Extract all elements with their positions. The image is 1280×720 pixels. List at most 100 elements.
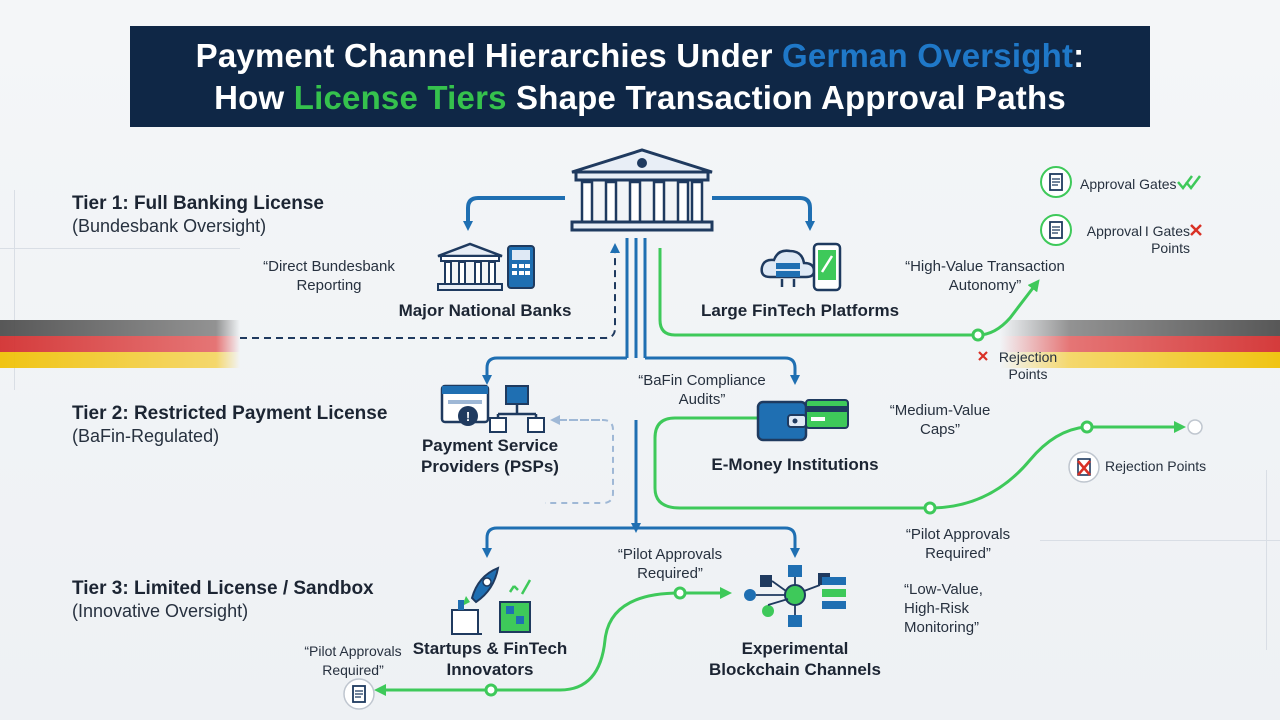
quote-pilot-right: “Pilot Approvals Required” <box>888 525 1028 563</box>
approval-document-icon <box>1040 166 1072 198</box>
quote-line: Audits” <box>678 391 726 408</box>
legend-approval-gates: Approval Gates <box>1080 176 1177 192</box>
quote-line: Required” <box>925 545 991 562</box>
legend-line: Points <box>1008 366 1048 382</box>
legend-line: Approval I Gates <box>1086 223 1190 239</box>
tier-1-subtitle: (Bundesbank Oversight) <box>72 216 267 236</box>
grid-line <box>0 248 240 249</box>
title-highlight-german-oversight: German Oversight <box>782 36 1074 74</box>
title-text: : <box>1073 36 1085 74</box>
cloud-server-icon <box>760 249 816 287</box>
title-banner: Payment Channel Hierarchies Under German… <box>130 26 1150 127</box>
node-blockchain-line-2: Blockchain Channels <box>709 660 881 679</box>
payment-window-icon: ! <box>440 384 490 426</box>
tier-2-subtitle: (BaFin-Regulated) <box>72 426 220 446</box>
grid-line <box>1266 470 1267 650</box>
quote-pilot-left: “Pilot Approvals Required” <box>288 642 418 680</box>
credit-card-icon <box>805 399 849 429</box>
legend-line: Rejection <box>998 349 1058 365</box>
dashed-reporting-line <box>240 243 620 339</box>
title-text: Shape Transaction Approval Paths <box>506 78 1066 116</box>
network-hierarchy-icon <box>489 385 545 433</box>
flag-band-right <box>1000 320 1280 384</box>
mobile-phone-icon <box>812 242 842 292</box>
quote-line: “High-Value Transaction <box>905 258 1065 275</box>
flag-band-left <box>0 320 240 384</box>
reject-document-icon <box>1068 451 1100 483</box>
rocket-icon <box>462 566 500 606</box>
title-line-1: Payment Channel Hierarchies Under German… <box>130 35 1150 77</box>
approval-document-icon <box>1040 214 1072 246</box>
legend-rejection-mid: Rejection Points <box>993 349 1063 383</box>
node-psps: Payment Service Providers (PSPs) <box>400 435 580 477</box>
tier-3-title: Tier 3: Limited License / Sandbox <box>72 578 374 599</box>
quote-line: Autonomy” <box>948 277 1022 294</box>
document-icon <box>343 678 375 710</box>
wallet-icon <box>756 400 808 442</box>
dashed-psp-line <box>545 419 614 504</box>
quote-pilot-center: “Pilot Approvals Required” <box>600 545 740 583</box>
grid-line <box>14 190 15 390</box>
node-psps-line-1: Payment Service <box>421 436 559 455</box>
legend-rejection-right: Rejection Points <box>1105 458 1207 474</box>
quote-medium-value: “Medium-Value Caps” <box>880 401 1000 439</box>
quote-direct-reporting: “Direct Bundesbank Reporting <box>248 257 410 295</box>
arrow-to-fintech-platforms <box>712 196 815 231</box>
node-emoney: E-Money Institutions <box>711 455 879 474</box>
arrow-to-blockchain <box>636 526 800 558</box>
grid-line <box>1040 540 1280 541</box>
approval-gate-node <box>971 328 985 342</box>
legend-approval-points: Approval I Gates Points <box>1080 223 1190 257</box>
arrow-to-emoney <box>645 356 800 385</box>
node-startups-line-2: Innovators <box>446 660 534 679</box>
reject-x-icon <box>978 351 988 361</box>
quote-line: Monitoring” <box>904 619 980 636</box>
node-blockchain: Experimental Blockchain Channels <box>690 638 900 680</box>
title-text: How <box>214 78 294 116</box>
approval-gate-node <box>1080 420 1094 434</box>
quote-line: “BaFin Compliance <box>638 372 766 389</box>
title-text: Payment Channel Hierarchies Under <box>195 36 782 74</box>
pos-terminal-icon <box>507 245 535 289</box>
svg-text:!: ! <box>466 409 470 424</box>
node-blockchain-line-1: Experimental <box>741 639 849 658</box>
arrow-to-startups <box>482 526 636 558</box>
tier-3-subtitle: (Innovative Oversight) <box>72 601 249 621</box>
title-highlight-license-tiers: License Tiers <box>293 78 507 116</box>
quote-high-value: “High-Value Transaction Autonomy” <box>890 257 1080 295</box>
green-high-value-path <box>658 248 1040 337</box>
title-line-2: How License Tiers Shape Transaction Appr… <box>130 77 1150 119</box>
quote-line: “Pilot Approvals <box>905 526 1011 543</box>
node-psps-line-2: Providers (PSPs) <box>421 457 559 476</box>
node-fintech-platforms: Large FinTech Platforms <box>700 301 900 320</box>
reject-x-icon <box>1190 224 1202 236</box>
quote-line: “Low-Value, <box>904 581 983 598</box>
quote-line: “Direct Bundesbank <box>263 258 395 275</box>
quote-line: Required” <box>637 565 703 582</box>
growth-blocks-icon <box>499 579 532 633</box>
green-pilot-path <box>374 591 720 696</box>
quote-low-value: “Low-Value, High-Risk Monitoring” <box>888 580 1022 637</box>
bank-building-icon <box>437 242 503 291</box>
quote-line: Required” <box>322 662 384 678</box>
central-bank-icon <box>570 148 714 232</box>
node-startups-line-1: Startups & FinTech <box>412 639 568 658</box>
arrow-to-psps <box>482 356 627 385</box>
node-startups: Startups & FinTech Innovators <box>400 638 580 680</box>
tier-1-title: Tier 1: Full Banking License <box>72 193 324 214</box>
quote-line: High-Risk <box>904 600 970 617</box>
quote-line: “Medium-Value <box>889 402 991 419</box>
node-major-banks: Major National Banks <box>398 301 572 320</box>
quote-line: Caps” <box>919 421 960 438</box>
tier-2-title: Tier 2: Restricted Payment License <box>72 403 388 424</box>
legend-line: Points <box>1151 240 1190 256</box>
quote-line: “Pilot Approvals <box>617 546 723 563</box>
approval-gate-node <box>673 586 687 600</box>
quote-bafin-audits: “BaFin Compliance Audits” <box>622 371 782 409</box>
check-icon <box>1177 175 1201 191</box>
arrow-to-major-banks <box>463 196 565 231</box>
quote-line: Reporting <box>296 277 362 294</box>
approval-gate-node <box>484 683 498 697</box>
lab-building-icon <box>451 600 482 635</box>
